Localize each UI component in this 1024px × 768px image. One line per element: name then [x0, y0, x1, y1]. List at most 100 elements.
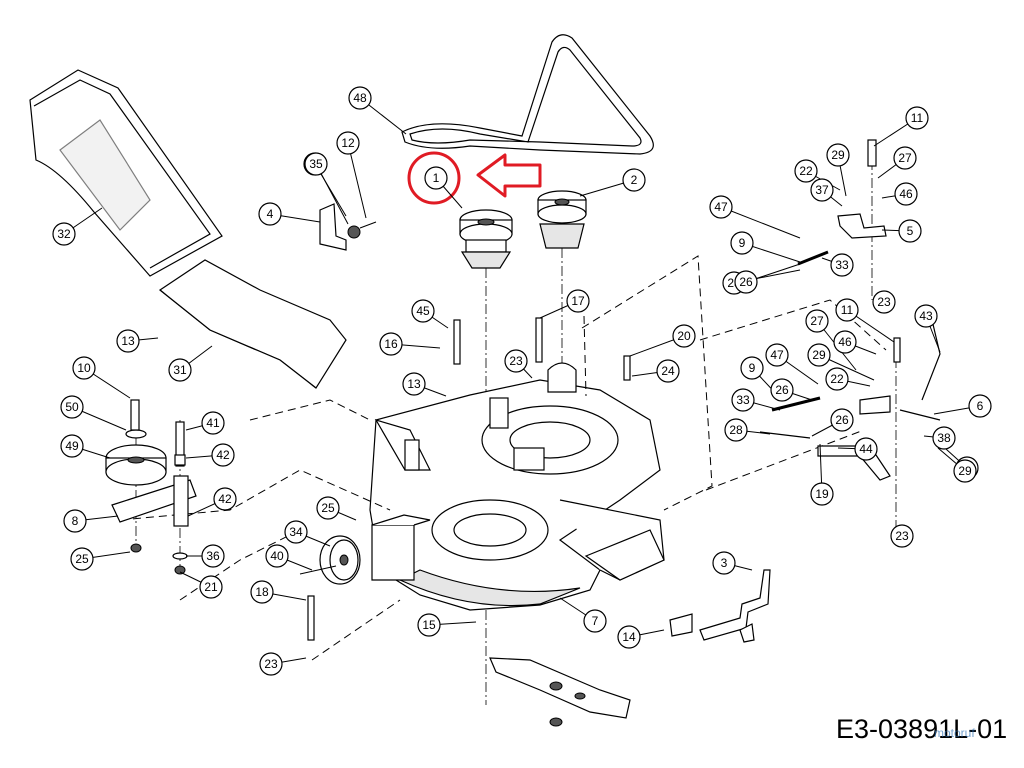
callout-bubble [905, 106, 929, 130]
callout-29: 29 [937, 447, 977, 483]
callout-bubble [893, 146, 917, 170]
callout-label: 34 [289, 525, 303, 539]
callout-label: 9 [739, 236, 746, 250]
callout-label: 10 [77, 361, 91, 375]
callout-label: 47 [714, 200, 728, 214]
callout-label: 15 [422, 618, 436, 632]
callout-7: 7 [559, 597, 607, 633]
bracket-4 [319, 203, 377, 251]
callout-bubble [656, 359, 680, 383]
callout-bubble [890, 524, 914, 548]
callout-label: 46 [899, 187, 913, 201]
callout-leader [347, 142, 367, 219]
callout-35: 35 [304, 152, 349, 225]
callout-bubble [566, 289, 590, 313]
callout-label: 50 [65, 400, 79, 414]
callout-bubble [807, 343, 831, 367]
callout-bubble [199, 575, 223, 599]
callout-bubble [672, 324, 696, 348]
callout-26: 26 [770, 378, 813, 402]
callout-bubble [872, 290, 896, 314]
callout-label: 16 [384, 337, 398, 351]
callout-label: 1 [433, 171, 440, 185]
callout-label: 38 [937, 431, 951, 445]
callout-bubble [116, 329, 140, 353]
callout-label: 40 [270, 549, 284, 563]
spindle-pulley-2 [537, 190, 587, 420]
drive-belt [401, 34, 654, 155]
callout-37: 37 [810, 178, 843, 207]
callout-bubble [213, 487, 237, 511]
callout-label: 25 [75, 552, 89, 566]
callout-label: 29 [831, 148, 845, 162]
drawing-code: E3-03891L-01 [836, 714, 1008, 744]
callout-13: 13 [402, 372, 447, 397]
callout-31: 31 [168, 345, 213, 382]
callout-label: 8 [72, 514, 79, 528]
callout-41: 41 [185, 411, 225, 435]
deflector [158, 259, 347, 389]
callout-48: 48 [348, 86, 407, 135]
callout-label: 44 [859, 442, 873, 456]
idler-arm-8 [111, 421, 197, 575]
callout-bubble [63, 509, 87, 533]
callout-label: 4 [267, 207, 274, 221]
callout-42: 42 [187, 487, 237, 517]
callout-label: 49 [65, 439, 79, 453]
callout-bubble [734, 270, 758, 294]
callout-bubble [336, 131, 360, 155]
mower-deck [369, 362, 665, 611]
callout-label: 2 [631, 173, 638, 187]
callout-label: 26 [739, 275, 753, 289]
callout-label: 28 [729, 423, 743, 437]
callout-23: 23 [259, 652, 307, 676]
callout-label: 9 [749, 361, 756, 375]
callout-bubble [914, 304, 938, 328]
callout-bubble [830, 253, 854, 277]
callout-bubble [833, 330, 857, 354]
callout-6: 6 [933, 394, 992, 418]
callout-11: 11 [873, 106, 929, 147]
callout-27: 27 [805, 309, 857, 371]
callout-label: 41 [206, 416, 220, 430]
callout-leader [720, 206, 801, 239]
callout-label: 5 [907, 224, 914, 238]
callout-label: 42 [216, 448, 230, 462]
callout-label: 46 [838, 335, 852, 349]
callout-bubble [402, 372, 426, 396]
callout-label: 31 [173, 363, 187, 377]
callout-36: 36 [186, 544, 225, 568]
callout-label: 22 [830, 372, 844, 386]
callout-label: 21 [204, 580, 218, 594]
callout-bubble [810, 178, 834, 202]
callout-label: 20 [677, 329, 691, 343]
callout-label: 23 [895, 529, 909, 543]
callout-label: 6 [977, 399, 984, 413]
callout-26: 26 [811, 408, 854, 437]
callout-label: 14 [622, 630, 636, 644]
callout-bubble [712, 551, 736, 575]
callout-10: 10 [72, 356, 131, 399]
callout-label: 45 [416, 304, 430, 318]
discharge-chute [29, 69, 223, 277]
highlight-marker [407, 151, 542, 205]
callout-29: 29 [807, 343, 875, 381]
callout-bubble [825, 367, 849, 391]
callout-bubble [968, 394, 992, 418]
callout-label: 19 [815, 487, 829, 501]
callout-bubble [284, 520, 308, 544]
callout-17: 17 [539, 289, 590, 319]
callout-layer: 1234567899101111121313141516171819192021… [52, 86, 992, 676]
callout-28: 28 [724, 418, 771, 442]
callout-bubble [348, 86, 372, 110]
callout-bubble [168, 358, 192, 382]
callout-22: 22 [794, 159, 841, 191]
callout-label: 26 [835, 413, 849, 427]
callout-bubble [70, 547, 94, 571]
callout-bubble [898, 219, 922, 243]
callout-bubble [953, 459, 977, 483]
callout-bubble [411, 299, 435, 323]
callout-50: 50 [60, 395, 127, 431]
callout-bubble [201, 411, 225, 435]
